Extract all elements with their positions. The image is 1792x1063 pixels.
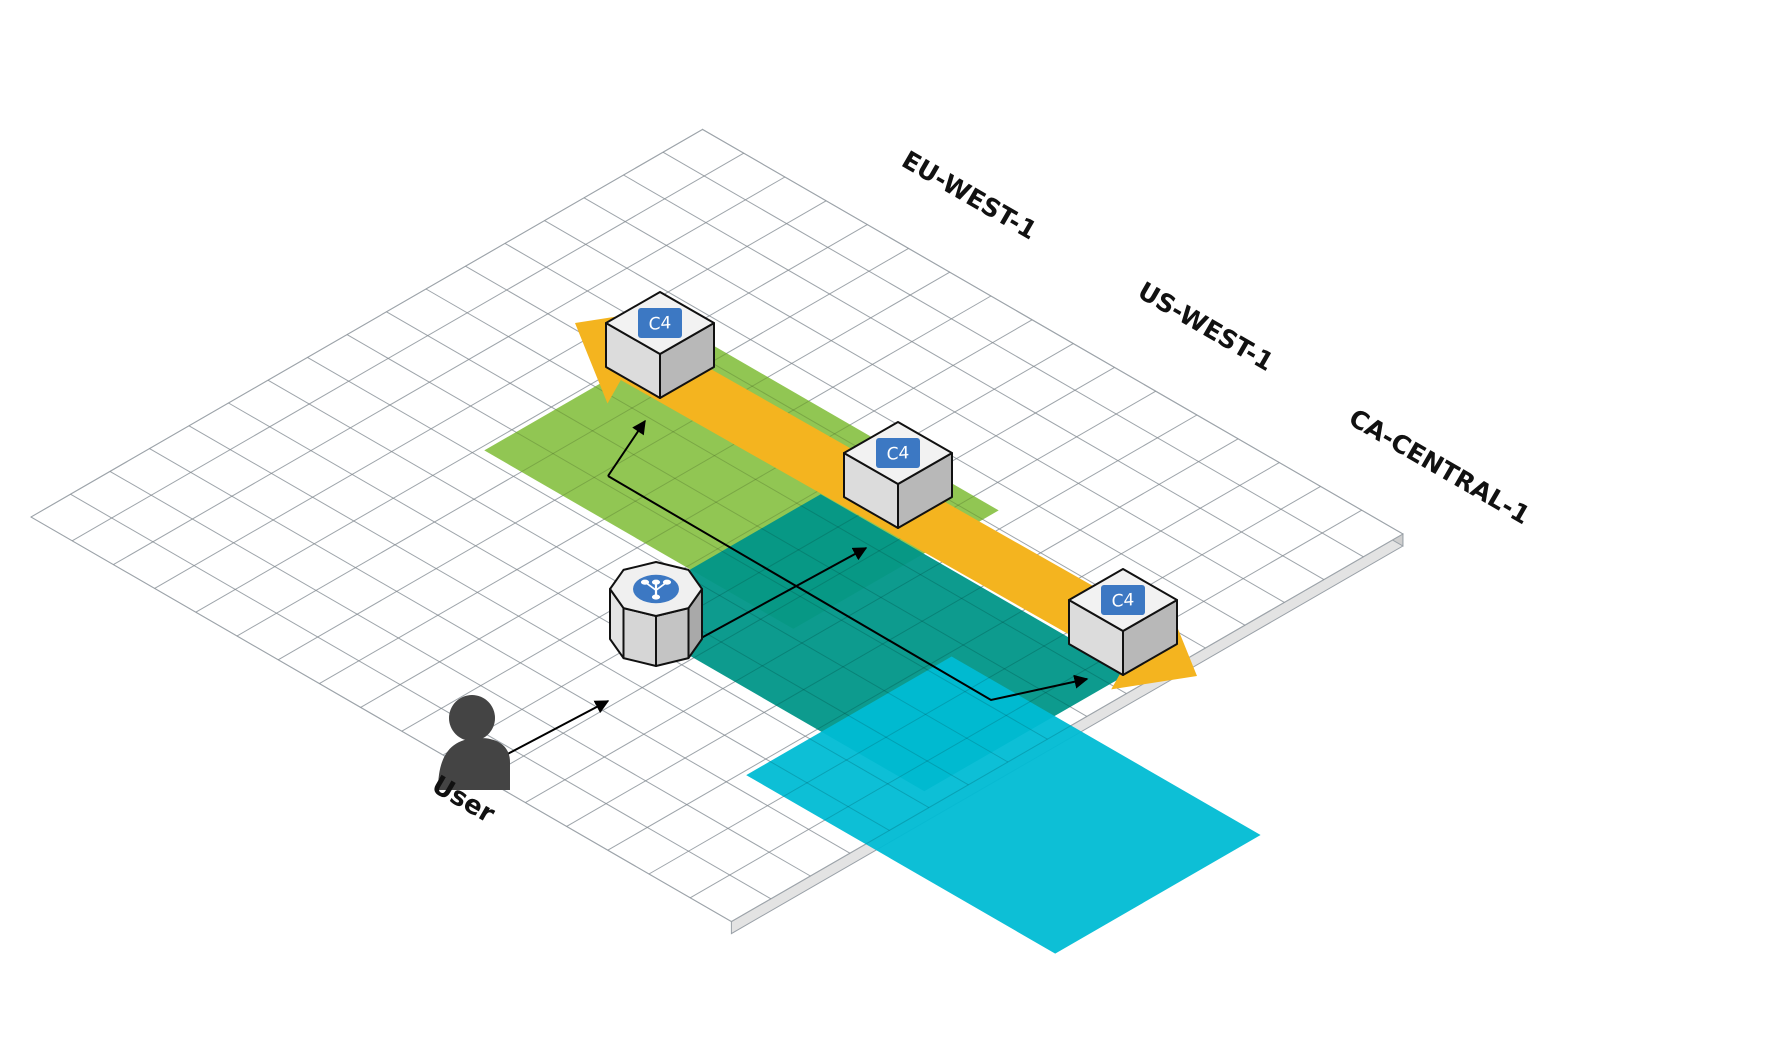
region-ca [746, 656, 1261, 954]
region-label-us: US-WEST-1 [1133, 276, 1279, 377]
to-c4-eu-arrow [607, 419, 646, 477]
node-c4-eu: C4 [605, 291, 715, 399]
lb-side-face [622, 607, 657, 667]
user-icon [438, 695, 510, 790]
node-label: C4 [887, 443, 910, 465]
database-node-icon: C4 [1101, 585, 1145, 615]
lb-side-face [655, 607, 690, 667]
lb-to-c4-us-arrow [691, 547, 868, 644]
chip-background [1101, 585, 1145, 615]
node-c4-ca: C4 [1068, 568, 1178, 676]
node-c4-us: C4 [843, 421, 953, 529]
region-label-eu: EU-WEST-1 [897, 145, 1042, 245]
database-node-icon: C4 [876, 438, 920, 468]
chip-background [876, 438, 920, 468]
database-node-icon: C4 [638, 308, 682, 338]
node-label: C4 [649, 313, 672, 335]
lb-icon-glyph [640, 579, 672, 600]
user-head [449, 695, 495, 741]
load-balancer [609, 561, 703, 667]
chip-background [638, 308, 682, 338]
user-actor [438, 695, 510, 790]
region-label-ca: CA-CENTRAL-1 [1344, 403, 1535, 530]
connection-lines [499, 419, 1089, 759]
to-c4-ca-arrow [607, 475, 1089, 702]
load-balancer-icon [633, 574, 679, 604]
user-to-lb-arrow [499, 700, 610, 759]
region-layer [30, 128, 1404, 954]
region-grid-overlay [30, 128, 1404, 923]
node-label: C4 [1112, 590, 1135, 612]
user-body [438, 738, 510, 790]
